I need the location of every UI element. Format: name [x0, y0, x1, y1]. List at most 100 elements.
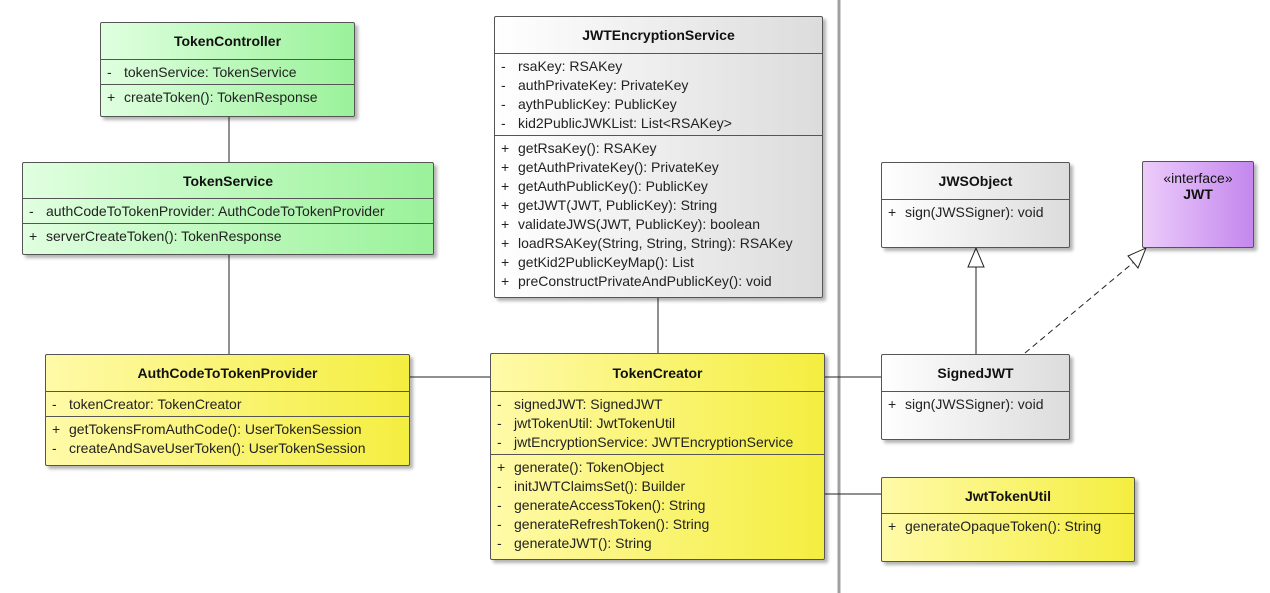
- attributes-section: -rsaKey: RSAKey -authPrivateKey: Private…: [495, 54, 822, 136]
- attribute-text: jwtEncryptionService: JWTEncryptionServi…: [514, 434, 794, 450]
- operation-text: loadRSAKey(String, String, String): RSAK…: [518, 235, 793, 251]
- visibility-marker: -: [501, 96, 506, 112]
- operation-row: -generateRefreshToken(): String: [491, 515, 824, 534]
- visibility-marker: -: [52, 440, 57, 456]
- attribute-row: -jwtTokenUtil: JwtTokenUtil: [491, 414, 824, 433]
- operation-row: -createAndSaveUserToken(): UserTokenSess…: [46, 439, 409, 458]
- operation-text: generateJWT(): String: [514, 535, 652, 551]
- operation-row: -initJWTClaimsSet(): Builder: [491, 477, 824, 496]
- class-header: SignedJWT: [882, 355, 1069, 392]
- operation-row: +generate(): TokenObject: [491, 458, 824, 477]
- attribute-text: authPrivateKey: PrivateKey: [518, 77, 689, 93]
- visibility-marker: +: [501, 273, 510, 289]
- visibility-marker: -: [501, 58, 506, 74]
- operation-row: -generateJWT(): String: [491, 534, 824, 553]
- visibility-marker: -: [497, 535, 502, 551]
- operation-text: serverCreateToken(): TokenResponse: [46, 228, 282, 244]
- operation-row: + getJWT(JWT, PublicKey): String: [495, 196, 822, 215]
- attribute-text: tokenCreator: TokenCreator: [69, 396, 242, 412]
- operation-row: +preConstructPrivateAndPublicKey(): void: [495, 272, 822, 291]
- attribute-text: rsaKey: RSAKey: [518, 58, 623, 74]
- operation-text: getAuthPublicKey(): PublicKey: [518, 178, 708, 194]
- visibility-marker: +: [497, 459, 506, 475]
- visibility-marker: -: [497, 516, 502, 532]
- operation-row: +createToken(): TokenResponse: [101, 88, 354, 107]
- operation-text: generateAccessToken(): String: [514, 497, 706, 513]
- interface-jwt[interactable]: «interface» JWT: [1142, 161, 1254, 248]
- class-name: SignedJWT: [937, 365, 1014, 381]
- operations-section: +sign(JWSSigner): void: [882, 392, 1069, 416]
- visibility-marker: +: [501, 140, 510, 156]
- class-auth-code-to-token-provider[interactable]: AuthCodeToTokenProvider -tokenCreator: T…: [45, 354, 410, 466]
- operation-text: generateOpaqueToken(): String: [905, 518, 1102, 534]
- operation-row: +getAuthPublicKey(): PublicKey: [495, 177, 822, 196]
- class-jwt-token-util[interactable]: JwtTokenUtil + generateOpaqueToken(): Str…: [881, 477, 1135, 562]
- attribute-row: -tokenCreator: TokenCreator: [46, 395, 409, 414]
- operation-text: createAndSaveUserToken(): UserTokenSessi…: [69, 440, 366, 456]
- attributes-section: -authCodeToTokenProvider: AuthCodeToToke…: [23, 199, 433, 224]
- visibility-marker: +: [107, 89, 116, 105]
- operation-row: + serverCreateToken(): TokenResponse: [23, 227, 433, 246]
- class-token-creator[interactable]: TokenCreator -signedJWT: SignedJWT -jwtT…: [490, 353, 825, 560]
- class-header: AuthCodeToTokenProvider: [46, 355, 409, 392]
- attributes-section: -tokenCreator: TokenCreator: [46, 392, 409, 417]
- visibility-marker: +: [52, 421, 61, 437]
- attribute-row: -tokenService: TokenService: [101, 63, 354, 82]
- visibility-marker: +: [29, 228, 38, 244]
- operation-row: -generateAccessToken(): String: [491, 496, 824, 515]
- operation-text: validateJWS(JWT, PublicKey): boolean: [518, 216, 760, 232]
- realization-line: [1024, 261, 1135, 354]
- class-name: TokenService: [182, 172, 273, 189]
- attribute-text: signedJWT: SignedJWT: [514, 396, 663, 412]
- operation-text: generateRefreshToken(): String: [514, 516, 710, 532]
- class-token-controller[interactable]: TokenController -tokenService: TokenServ…: [100, 22, 355, 117]
- class-header: JwtTokenUtil: [882, 478, 1134, 514]
- class-name: JwtTokenUtil: [964, 487, 1052, 504]
- realization-arrowhead: [1127, 247, 1147, 269]
- attribute-row: -rsaKey: RSAKey: [495, 57, 822, 76]
- attribute-text: jwtTokenUtil: JwtTokenUtil: [514, 415, 676, 431]
- visibility-marker: +: [501, 216, 510, 232]
- operation-row: + getKid2PublicKeyMap(): List: [495, 253, 822, 272]
- attribute-row: -jwtEncryptionService: JWTEncryptionServ…: [491, 433, 824, 452]
- visibility-marker: -: [107, 64, 112, 80]
- class-name: TokenController: [173, 33, 282, 49]
- operation-text: initJWTClaimsSet(): Builder: [514, 478, 686, 494]
- operation-text: getJWT(JWT, PublicKey): String: [518, 197, 718, 213]
- operation-row: + generateOpaqueToken(): String: [882, 517, 1134, 536]
- class-header: TokenController: [101, 23, 354, 60]
- operations-section: + generateOpaqueToken(): String: [882, 514, 1134, 538]
- class-header: JWSObject: [882, 163, 1069, 200]
- interface-name: JWT: [1183, 186, 1213, 202]
- visibility-marker: +: [501, 254, 510, 270]
- attribute-text: aythPublicKey: PublicKey: [518, 96, 677, 112]
- operation-text: getKid2PublicKeyMap(): List: [518, 254, 694, 270]
- class-signed-jwt[interactable]: SignedJWT +sign(JWSSigner): void: [881, 354, 1070, 440]
- visibility-marker: +: [888, 518, 897, 534]
- visibility-marker: -: [501, 115, 506, 131]
- visibility-marker: +: [888, 204, 897, 220]
- stereotype-label: «interface»: [1163, 170, 1233, 186]
- attribute-row: -kid2PublicJWKList: List<RSAKey>: [495, 114, 822, 133]
- class-jws-object[interactable]: JWSObject +sign(JWSSigner): void: [881, 162, 1070, 248]
- interface-header: «interface» JWT: [1143, 162, 1253, 210]
- attribute-text: authCodeToTokenProvider: AuthCodeToToken…: [46, 203, 385, 219]
- attribute-text: tokenService: TokenService: [124, 64, 297, 80]
- operation-row: + getRsaKey(): RSAKey: [495, 139, 822, 158]
- attribute-row: -authPrivateKey: PrivateKey: [495, 76, 822, 95]
- visibility-marker: +: [501, 197, 510, 213]
- operation-text: getRsaKey(): RSAKey: [518, 140, 657, 156]
- operation-row: +getAuthPrivateKey(): PrivateKey: [495, 158, 822, 177]
- operations-section: +generate(): TokenObject -initJWTClaimsS…: [491, 455, 824, 555]
- class-jwt-encryption-service[interactable]: JWTEncryptionService -rsaKey: RSAKey -au…: [494, 16, 823, 298]
- operation-row: +sign(JWSSigner): void: [882, 395, 1069, 414]
- class-token-service[interactable]: TokenService -authCodeToTokenProvider: A…: [22, 162, 434, 255]
- visibility-marker: -: [501, 77, 506, 93]
- attribute-row: -signedJWT: SignedJWT: [491, 395, 824, 414]
- visibility-marker: +: [888, 396, 897, 412]
- attributes-section: -signedJWT: SignedJWT -jwtTokenUtil: Jwt…: [491, 392, 824, 455]
- operation-text: getTokensFromAuthCode(): UserTokenSessio…: [69, 421, 362, 437]
- visibility-marker: -: [497, 396, 502, 412]
- operation-row: +sign(JWSSigner): void: [882, 203, 1069, 222]
- operation-row: +loadRSAKey(String, String, String): RSA…: [495, 234, 822, 253]
